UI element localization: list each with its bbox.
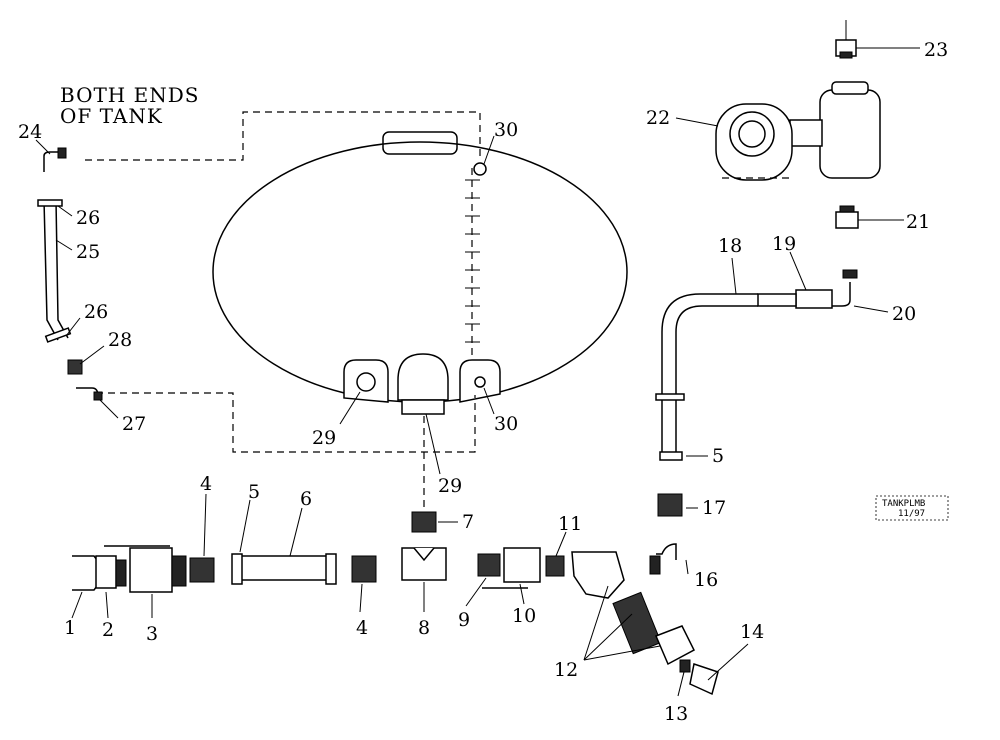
callout-26b: 26 — [84, 301, 108, 323]
callout-30a: 30 — [494, 413, 518, 435]
cap-14 — [689, 663, 719, 696]
elbow-20 — [832, 282, 851, 307]
elbow-16 — [656, 543, 677, 560]
callout-2: 2 — [102, 619, 114, 641]
pump-assembly — [655, 20, 881, 461]
leader-top — [85, 111, 481, 161]
nipple-7 — [411, 511, 437, 533]
callout-23: 23 — [924, 39, 948, 61]
callout-26a: 26 — [76, 207, 100, 229]
strainer-screen-12 — [612, 591, 662, 655]
callout-27: 27 — [122, 413, 146, 435]
callout-20: 20 — [892, 303, 916, 325]
callout-28: 28 — [108, 329, 132, 351]
callout-10: 10 — [512, 605, 536, 627]
callout-24: 24 — [18, 121, 42, 143]
hose-18-outer — [661, 293, 758, 452]
nipple-11 — [545, 555, 565, 577]
callout-22: 22 — [646, 107, 670, 129]
clamp-5-right — [659, 451, 683, 461]
sight-gauge — [465, 168, 480, 365]
callout-6: 6 — [300, 488, 312, 510]
strainer-body-12 — [571, 551, 625, 599]
clamp-26-bottom — [44, 327, 72, 343]
callout-7: 7 — [462, 511, 474, 533]
valve-10 — [503, 547, 541, 583]
tank-top-dome — [382, 131, 458, 155]
sump-dome — [397, 353, 449, 401]
callout-13: 13 — [664, 703, 688, 725]
port-29 — [356, 372, 376, 392]
nipple-4-left — [189, 557, 215, 583]
callout-21: 21 — [906, 211, 930, 233]
adapter-2 — [95, 555, 117, 589]
hose-6 — [237, 555, 335, 581]
bottom-plumbing — [72, 511, 719, 696]
callout-3: 3 — [146, 623, 158, 645]
elbow-24-thread — [57, 147, 67, 159]
sump-outlet — [401, 399, 445, 415]
callout-5a: 5 — [248, 481, 260, 503]
note-line-2: OF TANK — [60, 104, 163, 128]
callout-19: 19 — [772, 233, 796, 255]
strainer-cap-12 — [655, 625, 695, 666]
fitting-21 — [835, 211, 859, 229]
callout-4a: 4 — [200, 473, 212, 495]
callout-17: 17 — [702, 497, 726, 519]
nipple-9 — [477, 553, 501, 577]
callout-18: 18 — [718, 235, 742, 257]
nipple-4-right — [351, 555, 377, 583]
callout-25: 25 — [76, 241, 100, 263]
callout-11: 11 — [558, 513, 582, 535]
nipple-28 — [67, 359, 83, 375]
callout-numbers: 1 2 3 4 4 5 5 6 7 8 9 10 11 12 13 14 16 … — [18, 39, 948, 725]
valve-3 — [129, 547, 173, 593]
vent-assembly — [37, 147, 103, 401]
coupler-19 — [795, 289, 833, 309]
tank — [212, 131, 628, 415]
note-line-1: BOTH ENDS — [60, 83, 199, 107]
port-30 — [474, 376, 486, 388]
leader-lines — [35, 47, 920, 697]
stamp-line-1: TANKPLMB — [882, 499, 925, 509]
stamp-line-2: 11/97 — [898, 509, 925, 519]
fitting-13 — [679, 659, 691, 673]
callout-29a: 29 — [312, 427, 336, 449]
callout-8: 8 — [418, 617, 430, 639]
hose-25-right — [55, 199, 69, 339]
callout-9: 9 — [458, 609, 470, 631]
drawing-stamp: TANKPLMB 11/97 — [875, 495, 949, 521]
callout-4b: 4 — [356, 617, 368, 639]
clamp-5-left — [231, 553, 243, 585]
callout-30b: 30 — [494, 119, 518, 141]
callout-14: 14 — [740, 621, 764, 643]
nipple-17 — [657, 493, 683, 517]
clamp-26-top — [37, 199, 63, 207]
top-fitting-30 — [473, 162, 487, 176]
callout-5b: 5 — [712, 445, 724, 467]
callout-12: 12 — [554, 659, 578, 681]
leader-bottom — [96, 392, 476, 453]
callout-16: 16 — [694, 569, 718, 591]
callout-1: 1 — [64, 617, 76, 639]
callout-29b: 29 — [438, 475, 462, 497]
pump-motor — [819, 89, 881, 179]
hose-18-inner — [675, 305, 758, 452]
elbow-24 — [43, 151, 62, 172]
elbow-27-thread — [93, 391, 103, 401]
